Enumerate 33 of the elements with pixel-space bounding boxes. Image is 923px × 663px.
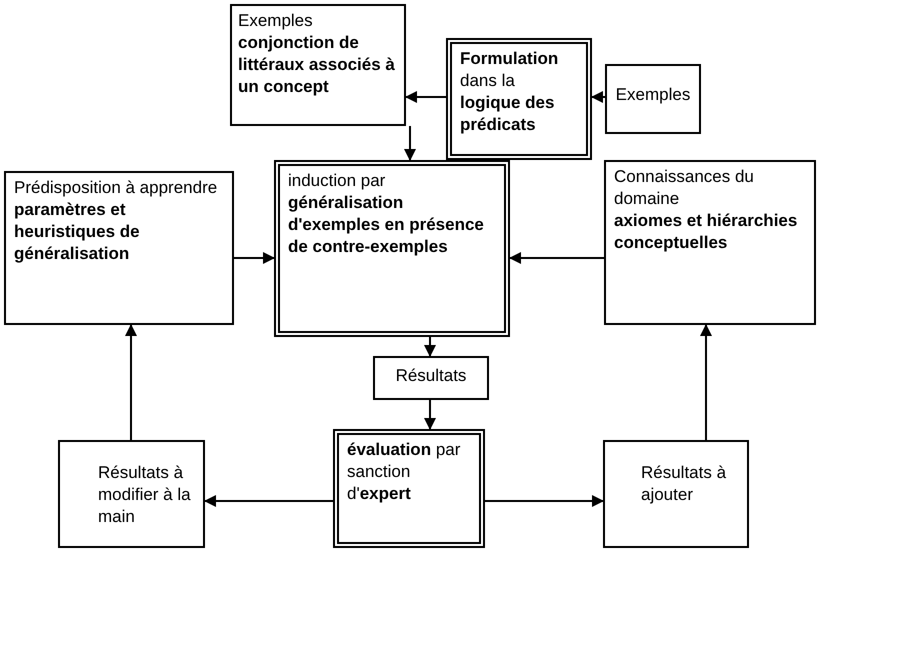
- arrow: [700, 324, 712, 440]
- process-box: [333, 429, 485, 548]
- box-text: Résultats à modifier à la main: [98, 462, 191, 528]
- box-text: paramètres et heuristiques de généralisation: [14, 199, 141, 265]
- arrow: [404, 126, 416, 161]
- box-text: induction par généralisation d'exemples en présence de contre-exemples: [288, 170, 485, 258]
- process-box: [4, 171, 234, 325]
- process-box: [230, 4, 406, 126]
- process-box: [605, 64, 701, 134]
- box-text: Prédisposition à apprendre: [14, 177, 218, 199]
- process-box: [58, 440, 205, 548]
- box-text: Exemples: [614, 84, 692, 106]
- process-box: [603, 440, 749, 548]
- process-box: [373, 356, 489, 400]
- box-text: évaluation par sanction d'expert: [347, 439, 462, 505]
- box-text: axiomes et hiérarchies conceptuelles: [614, 210, 798, 254]
- box-text: Résultats: [394, 365, 468, 387]
- arrow: [424, 337, 436, 357]
- arrow: [125, 324, 137, 440]
- box-text: Exemples: [238, 10, 314, 32]
- arrow: [591, 91, 605, 103]
- arrow: [485, 495, 604, 507]
- process-box: [446, 38, 592, 160]
- arrow: [509, 252, 604, 264]
- arrow: [234, 252, 275, 264]
- box-text: conjonction de littéraux associés à un concept: [238, 32, 396, 98]
- process-box: [274, 160, 510, 337]
- arrow: [424, 400, 436, 430]
- arrow: [405, 91, 446, 103]
- box-text: Formulation dans la logique des prédicats: [460, 48, 560, 136]
- arrow: [204, 495, 333, 507]
- process-box: [604, 160, 816, 325]
- box-text: Résultats à ajouter: [641, 462, 728, 506]
